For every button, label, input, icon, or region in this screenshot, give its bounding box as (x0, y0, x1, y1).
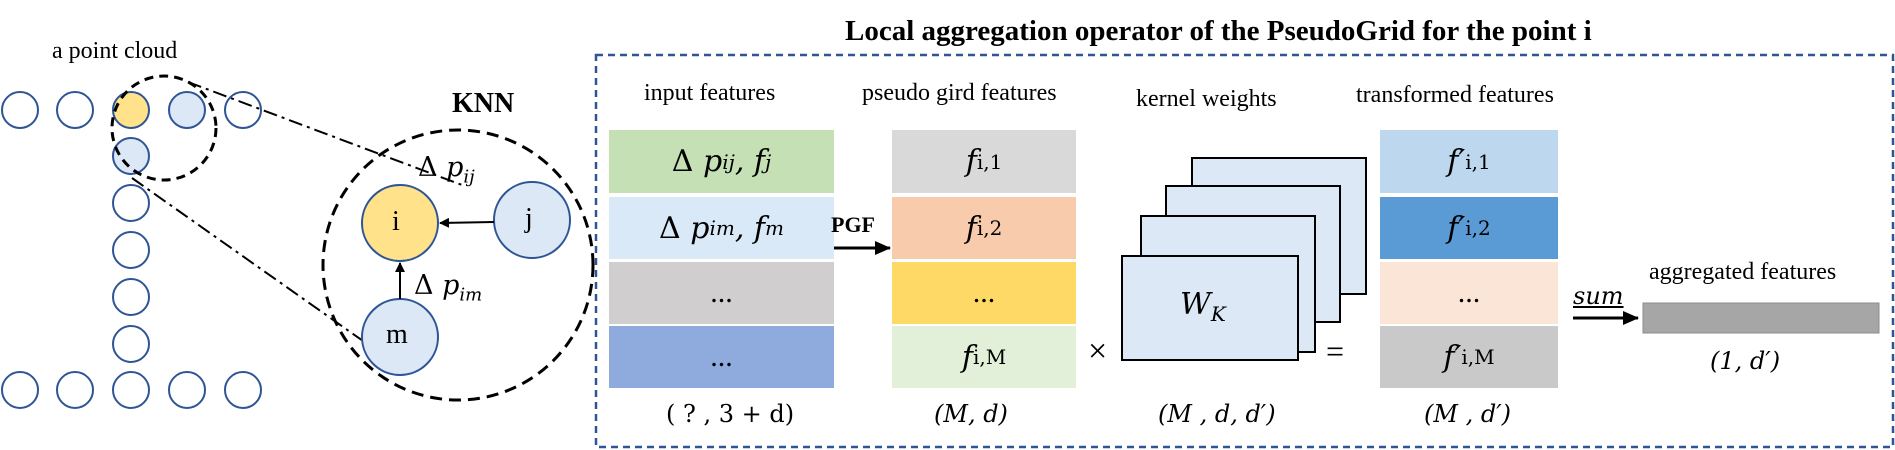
equals-sign: = (1326, 333, 1345, 369)
aggregated-bar (1642, 302, 1880, 334)
point (112, 231, 150, 269)
aggregated-header: aggregated features (1649, 259, 1837, 285)
neighborhood-circle (110, 74, 218, 182)
kernel-dims: (M , d, d′) (1158, 400, 1276, 428)
point-neighbor (112, 137, 150, 175)
pseudo-dims: (M, d) (934, 400, 1008, 428)
zoom-line-top (187, 81, 463, 186)
input-cell: ... (609, 262, 834, 324)
pseudo-header: pseudo gird features (862, 80, 1057, 106)
zoom-line-bottom (131, 177, 391, 361)
point (1, 371, 39, 409)
node-j-label: j (525, 203, 533, 234)
sum-label: sum (1573, 282, 1624, 310)
edge-im-label: Δ pim (414, 270, 483, 306)
point (112, 325, 150, 363)
aggregated-dims: (1, d′) (1710, 347, 1781, 375)
point (224, 371, 262, 409)
point-neighbor (168, 91, 206, 129)
kernel-header: kernel weights (1136, 86, 1277, 112)
point-cloud (1, 91, 262, 409)
input-cell: ... (609, 326, 834, 388)
transformed-cell: f′i,2 (1380, 197, 1558, 259)
edge-j-i (439, 217, 495, 228)
transformed-cell: f′i,1 (1380, 130, 1558, 193)
knn-circle (321, 128, 595, 402)
point (112, 371, 150, 409)
node-i (361, 184, 439, 262)
point (56, 371, 94, 409)
transformed-dims: (M , d′) (1424, 400, 1511, 428)
kernel-stack (1121, 157, 1367, 361)
kernel-label: WK (1180, 287, 1226, 326)
node-m-label: m (386, 319, 408, 350)
times-sign: × (1088, 333, 1108, 370)
knn-label: KNN (452, 88, 515, 119)
input-header: input features (644, 80, 776, 106)
point-i (112, 91, 150, 129)
node-j (493, 181, 571, 259)
point (168, 371, 206, 409)
node-i-label: i (392, 206, 400, 237)
pgf-label: PGF (831, 212, 875, 237)
point (1, 91, 39, 129)
input-dims: ( ? , 3 + d) (666, 400, 795, 428)
point-cloud-label: a point cloud (52, 38, 178, 64)
edge-ij-label: Δ pij (418, 152, 475, 188)
transformed-cell: f′i,M (1380, 326, 1558, 388)
operator-title: Local aggregation operator of the Pseudo… (845, 15, 1592, 47)
point (112, 184, 150, 222)
transformed-header: transformed features (1356, 82, 1554, 108)
pseudo-cell: ... (892, 262, 1076, 324)
operator-box (594, 53, 1895, 449)
point (112, 278, 150, 316)
point (224, 91, 262, 129)
point (56, 91, 94, 129)
transformed-cell: ... (1380, 262, 1558, 324)
